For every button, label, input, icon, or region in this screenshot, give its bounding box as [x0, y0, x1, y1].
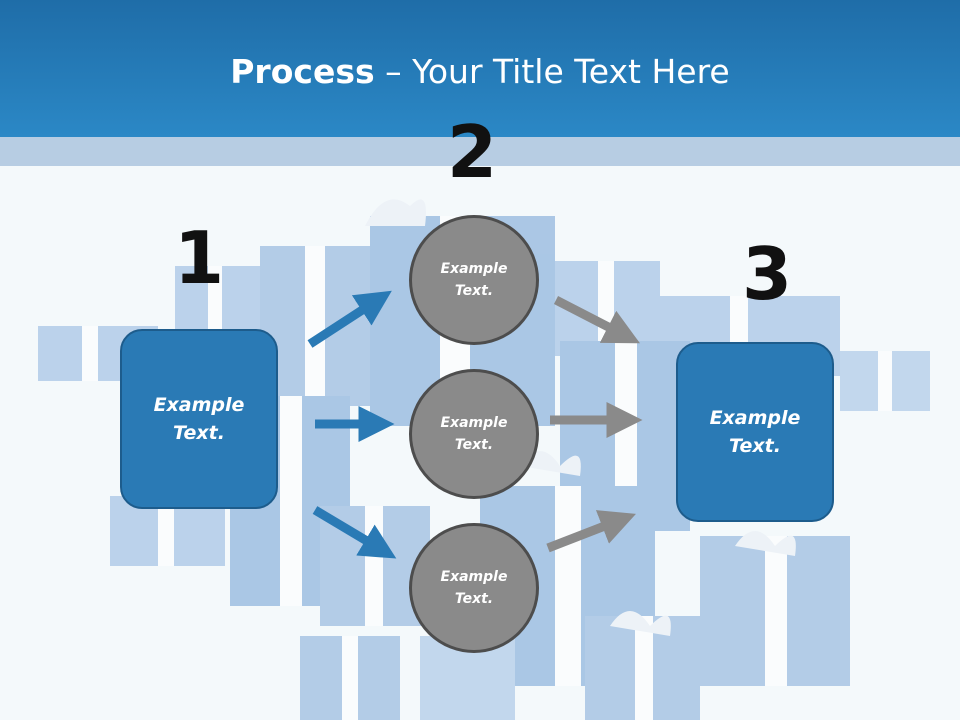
arrow-blue-up — [307, 290, 392, 348]
circle-top-line2: Text. — [454, 283, 494, 299]
step-number-2: 2 — [446, 110, 498, 194]
step-1-line1: Example — [153, 393, 245, 416]
step-3-line2: Text. — [729, 435, 781, 457]
circle-top-line1: Example — [440, 260, 508, 277]
circle-bottom-line1: Example — [440, 568, 508, 585]
step-3-line1: Example — [709, 406, 801, 429]
circle-middle-line1: Example — [440, 414, 508, 431]
arrow-gray-down — [553, 296, 640, 344]
title-bold: Process — [230, 52, 375, 91]
step-number-3: 3 — [741, 232, 793, 316]
header-stripe — [0, 137, 960, 166]
circle-bottom-line2: Text. — [454, 591, 494, 607]
circle-middle-line2: Text. — [454, 437, 494, 453]
arrow-blue-down — [312, 506, 397, 559]
title-rest: – Your Title Text Here — [374, 52, 730, 91]
slide-title: Process – Your Title Text Here — [0, 52, 960, 91]
step-number-1: 1 — [173, 216, 225, 300]
arrow-gray-up — [546, 510, 636, 553]
header-bar — [0, 0, 960, 137]
step-1-line2: Text. — [173, 422, 225, 444]
